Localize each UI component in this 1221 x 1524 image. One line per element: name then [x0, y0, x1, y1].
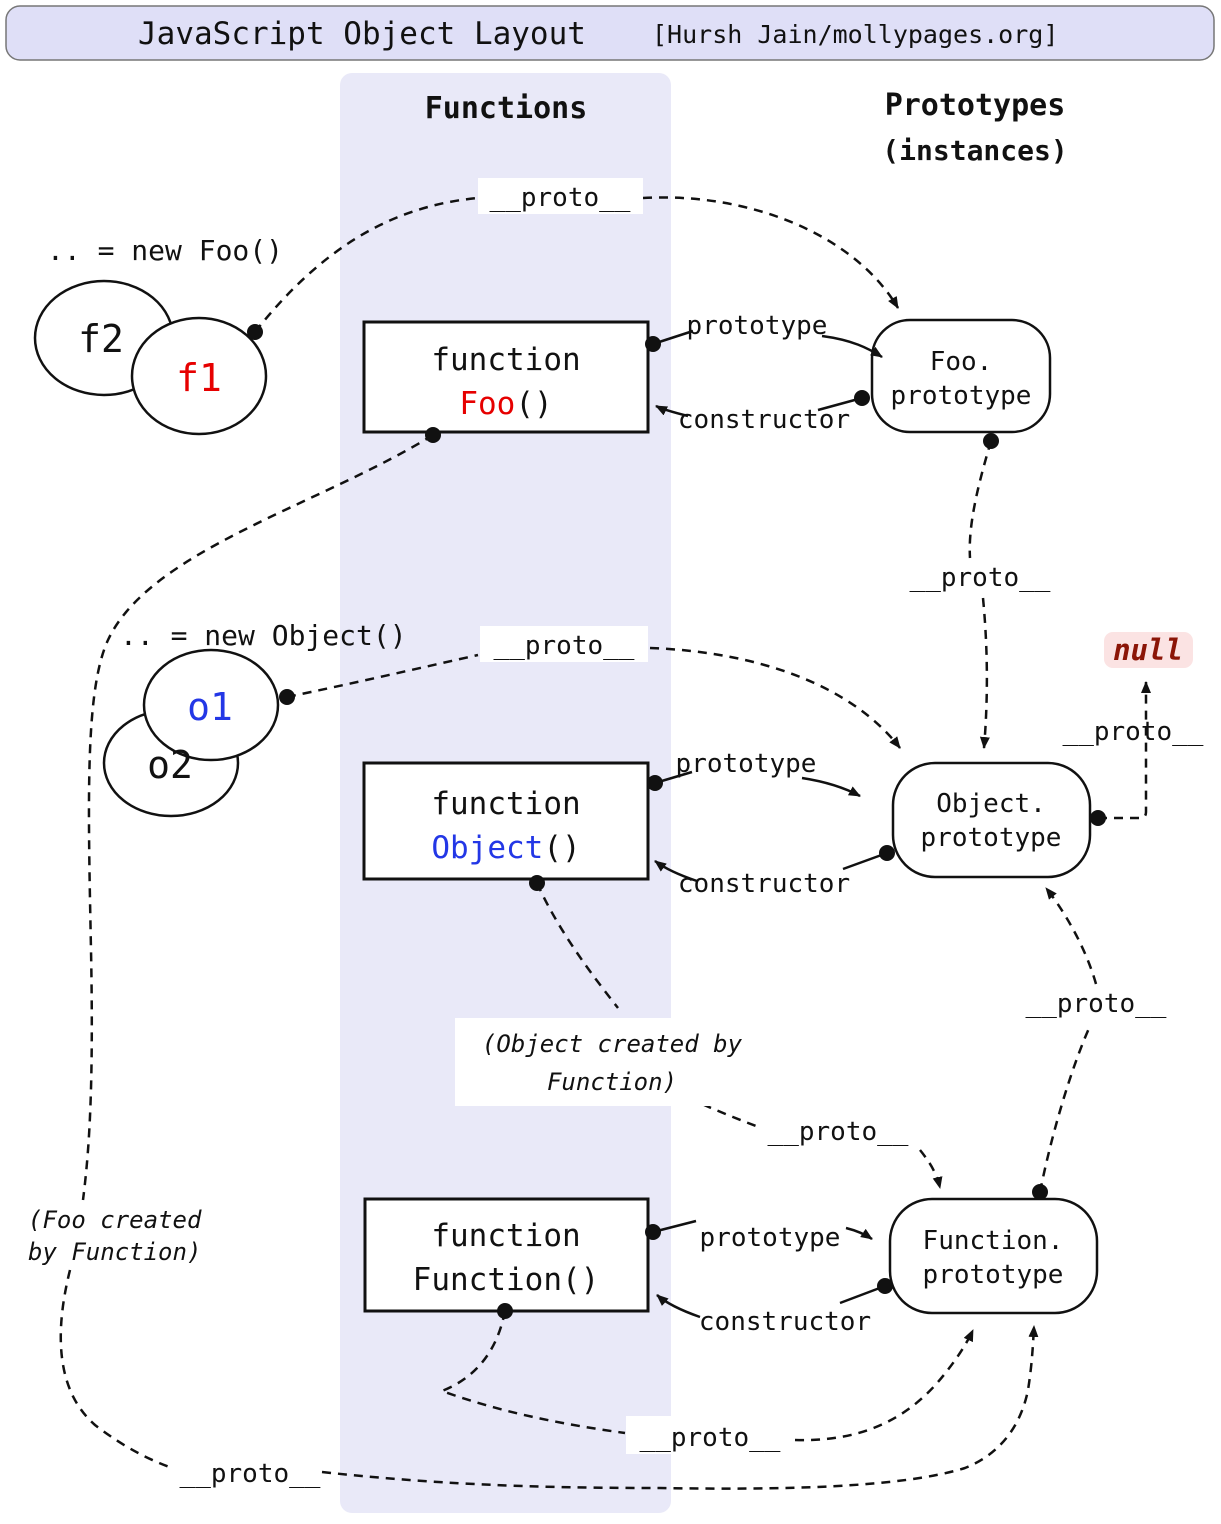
instance-f2-label: f2 — [78, 317, 124, 361]
edge-function-proto-self-a — [438, 1310, 626, 1435]
proto-label-objectproto-to-null: __proto__ — [1063, 717, 1204, 747]
instance-o1-label: o1 — [187, 685, 233, 729]
edge-function-constructor-a — [839, 1284, 886, 1305]
prototype-label-function: prototype — [700, 1223, 841, 1253]
page-title-credit: [Hursh Jain/mollypages.org] — [652, 20, 1058, 49]
label-bg-proto-function-self — [626, 1416, 794, 1454]
edge-functionproto-proto-to-objectproto-a — [1038, 1025, 1092, 1193]
note-object-created-line2: Function) — [547, 1068, 677, 1096]
constructor-label-foo: constructor — [678, 405, 850, 435]
function-function-line1: function — [431, 1218, 580, 1254]
edge-object-constructor-b — [654, 859, 698, 883]
dot-foo-prototype — [645, 336, 661, 352]
prototypes-column-header: Prototypes — [885, 88, 1066, 123]
edge-fooproto-proto-to-objectproto-a — [968, 440, 993, 559]
edge-f1-proto-to-foo-prototype-a — [254, 196, 479, 333]
function-foo-line1: function — [431, 342, 580, 378]
dot-object-proto — [529, 875, 545, 891]
object-prototype-line1: Object. — [936, 789, 1046, 819]
function-prototype-line1: Function. — [923, 1226, 1064, 1256]
function-prototype-box — [888, 1197, 1099, 1315]
proto-label-function-self: __proto__ — [640, 1423, 781, 1453]
edge-object-proto-to-functionproto-c — [919, 1149, 943, 1189]
proto-label-o1-to-objectproto: __proto__ — [494, 631, 635, 661]
prototype-label-foo: prototype — [687, 311, 828, 341]
null-label: null — [1113, 633, 1183, 667]
note-object-created-line1: (Object created by — [482, 1030, 743, 1058]
edge-o1-proto-to-objectproto-a — [286, 653, 479, 699]
edge-object-proto-to-functionproto-b — [687, 1096, 757, 1128]
note-foo-created-line1: (Foo created — [28, 1206, 202, 1234]
edge-function-proto-self-b — [794, 1329, 975, 1442]
edge-function-prototype-property-b — [845, 1226, 873, 1241]
function-object-line2: Object() — [431, 830, 580, 866]
foo-prototype-line1: Foo. — [930, 347, 993, 377]
instance-f1-label: f1 — [176, 356, 222, 400]
dot-function-prototype — [645, 1224, 661, 1240]
dot-fooproto-proto — [983, 433, 999, 449]
instance-o2-label: o2 — [147, 743, 193, 787]
proto-label-foo-to-functionproto: __proto__ — [180, 1459, 321, 1489]
dot-fooproto-constructor — [854, 390, 870, 406]
edge-foo-prototype-property-b — [821, 334, 883, 359]
edge-foo-constructor-b — [655, 404, 689, 418]
edge-object-prototype-property-b — [801, 776, 861, 798]
constructor-label-function: constructor — [699, 1307, 871, 1337]
dot-f1-proto — [247, 324, 263, 340]
proto-label-fooproto-to-objectproto: __proto__ — [910, 563, 1051, 593]
proto-label-functionproto-to-objectproto: __proto__ — [1026, 989, 1167, 1019]
note-foo-created-line2: by Function) — [28, 1238, 201, 1266]
page-title: JavaScript Object Layout — [138, 16, 586, 52]
dot-object-prototype — [647, 775, 663, 791]
edge-foo-proto-to-functionproto-b — [59, 1269, 173, 1470]
null-badge — [1104, 632, 1193, 668]
object-prototype-box — [891, 761, 1092, 879]
function-foo-box — [362, 320, 650, 434]
function-function-line2: Function() — [413, 1262, 600, 1298]
function-foo-line2: Foo() — [459, 386, 552, 422]
function-function-box — [363, 1197, 650, 1313]
title-bar — [5, 5, 1215, 61]
dot-functionproto-constructor — [877, 1278, 893, 1294]
edge-functionproto-proto-to-objectproto-b — [1045, 887, 1098, 985]
function-prototype-line2: prototype — [923, 1260, 1064, 1290]
foo-prototype-box — [870, 318, 1052, 434]
prototype-label-object: prototype — [676, 749, 817, 779]
new-object-expression: .. = new Object() — [120, 619, 407, 652]
proto-label-f1-to-foo-prototype: __proto__ — [490, 183, 631, 213]
edge-f1-proto-to-foo-prototype-b — [642, 196, 900, 309]
edge-o1-proto-to-objectproto-b — [649, 646, 901, 749]
instance-f1-ellipse — [130, 316, 268, 436]
label-bg-proto-top — [478, 178, 643, 214]
dot-foo-proto — [425, 427, 441, 443]
constructor-label-object: constructor — [678, 869, 850, 899]
dot-objectproto-proto — [1090, 810, 1106, 826]
edge-foo-proto-to-functionproto-a — [81, 433, 434, 1201]
new-foo-expression: .. = new Foo() — [47, 234, 283, 267]
edge-fooproto-proto-to-objectproto-b — [979, 597, 990, 749]
function-object-line1: function — [431, 786, 580, 822]
functions-column-header: Functions — [425, 91, 588, 126]
label-bg-note-object — [455, 1018, 770, 1106]
dot-function-proto — [497, 1303, 513, 1319]
edge-function-constructor-b — [656, 1294, 701, 1319]
object-prototype-line2: prototype — [921, 823, 1062, 853]
function-object-box — [362, 761, 650, 881]
instance-o1-ellipse — [142, 648, 280, 762]
dot-objectproto-constructor — [879, 845, 895, 861]
foo-prototype-line2: prototype — [891, 381, 1032, 411]
label-bg-proto-o1 — [480, 626, 648, 662]
dot-o1-proto — [279, 689, 295, 705]
edge-object-proto-to-functionproto-a — [535, 882, 619, 1009]
edge-objectproto-proto-to-null — [1098, 681, 1151, 820]
proto-label-object-to-functionproto: __proto__ — [768, 1117, 909, 1147]
prototypes-column-subheader: (instances) — [882, 134, 1067, 167]
dot-functionproto-proto — [1032, 1184, 1048, 1200]
